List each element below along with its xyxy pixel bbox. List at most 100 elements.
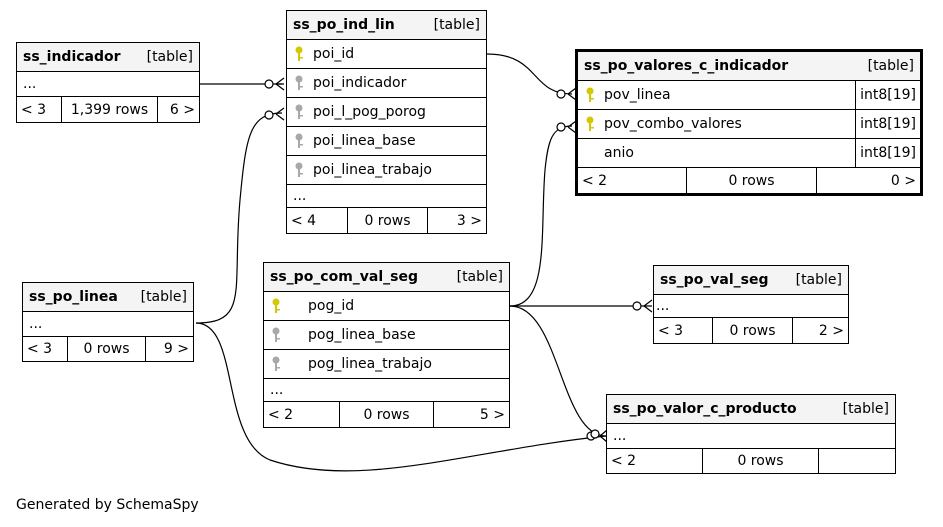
table-header: ss_indicador [table] — [17, 43, 199, 72]
column-row[interactable]: pog_linea_trabajo — [264, 350, 509, 379]
children-count[interactable]: 9 > — [145, 337, 193, 361]
table-ss-po-linea[interactable]: ss_po_linea [table] ... < 3 0 rows 9 > — [22, 282, 194, 362]
key-icon — [270, 326, 286, 344]
table-footer: < 2 0 rows — [607, 449, 895, 473]
column-type: int8[19] — [855, 110, 920, 138]
crowfoot-mark — [643, 299, 653, 313]
column-name: poi_id — [313, 46, 355, 62]
table-ss-po-valores-c-indicador[interactable]: ss_po_valores_c_indicador [table] pov_li… — [575, 49, 923, 196]
parents-count[interactable]: < 4 — [291, 212, 317, 229]
edge-end-circle — [556, 122, 566, 132]
column-row[interactable]: poi_id — [287, 40, 486, 69]
key-icon — [293, 161, 309, 179]
crowfoot-mark — [567, 87, 577, 101]
column-row[interactable]: pog_id — [264, 292, 509, 321]
more-columns: ... — [23, 312, 193, 337]
crowfoot-mark — [275, 77, 285, 91]
table-footer: < 3 0 rows 9 > — [23, 337, 193, 361]
key-icon — [270, 355, 286, 373]
children-count[interactable]: 5 > — [433, 402, 509, 427]
no-key-spacer — [584, 144, 600, 162]
generated-by-note: Generated by SchemaSpy — [16, 497, 199, 513]
children-count[interactable]: 6 > — [157, 97, 199, 122]
column-name: poi_linea_base — [313, 133, 416, 149]
table-type: [table] — [140, 289, 187, 305]
edge-linea-to-poi-l-pog-porog — [195, 112, 283, 324]
more-columns: ... — [264, 379, 509, 402]
column-row[interactable]: poi_linea_base — [287, 127, 486, 156]
parents-count[interactable]: < 3 — [27, 341, 53, 357]
edge-end-circle — [264, 79, 274, 89]
table-ss-po-ind-lin[interactable]: ss_po_ind_lin [table] poi_id poi_indicad… — [286, 10, 487, 234]
crowfoot-mark — [599, 429, 608, 443]
table-header: ss_po_com_val_seg [table] — [264, 263, 509, 292]
table-footer: < 3 1,399 rows 6 > — [17, 97, 199, 122]
children-count[interactable]: 3 > — [427, 208, 486, 233]
edge-end-circle — [264, 110, 274, 120]
parents-count[interactable]: < 2 — [582, 172, 608, 189]
table-header: ss_po_valores_c_indicador [table] — [578, 52, 920, 81]
column-row[interactable]: pov_combo_valores int8[19] — [578, 110, 920, 139]
table-name: ss_indicador — [23, 49, 121, 65]
table-ss-po-val-seg[interactable]: ss_po_val_seg [table] ... < 3 0 rows 2 > — [653, 265, 849, 344]
table-name: ss_po_valor_c_producto — [613, 401, 797, 417]
table-name: ss_po_val_seg — [660, 272, 769, 288]
table-footer: < 3 0 rows 2 > — [654, 318, 848, 343]
table-ss-po-valor-c-producto[interactable]: ss_po_valor_c_producto [table] ... < 2 0… — [606, 394, 896, 474]
column-row[interactable]: poi_l_pog_porog — [287, 98, 486, 127]
table-header: ss_po_valor_c_producto [table] — [607, 395, 895, 424]
crowfoot-mark — [275, 107, 285, 121]
column-name: poi_indicador — [313, 75, 407, 91]
crowfoot-mark — [567, 120, 577, 134]
more-columns: ... — [654, 295, 848, 318]
parents-count[interactable]: < 3 — [658, 322, 684, 339]
more-columns: ... — [287, 185, 486, 208]
column-type: int8[19] — [855, 81, 920, 109]
table-name: ss_po_ind_lin — [293, 17, 395, 33]
column-row[interactable]: pog_linea_base — [264, 321, 509, 350]
table-name: ss_po_linea — [29, 289, 118, 305]
edge-end-circle — [632, 301, 642, 311]
parents-count[interactable]: < 2 — [611, 453, 637, 469]
table-header: ss_po_ind_lin [table] — [287, 11, 486, 40]
edge-end-circle — [590, 429, 600, 439]
column-name: pov_combo_valores — [604, 116, 742, 132]
children-count[interactable] — [818, 449, 895, 473]
column-name: pog_linea_trabajo — [308, 356, 432, 372]
column-row[interactable]: pov_linea int8[19] — [578, 81, 920, 110]
parents-count[interactable]: < 2 — [268, 406, 294, 423]
column-row[interactable]: anio int8[19] — [578, 139, 920, 168]
column-row[interactable]: poi_indicador — [287, 69, 486, 98]
key-icon — [293, 103, 309, 121]
parents-count[interactable]: < 3 — [21, 101, 47, 118]
column-row[interactable]: poi_linea_trabajo — [287, 156, 486, 185]
table-type: [table] — [456, 269, 503, 285]
row-count: 0 rows — [712, 318, 792, 343]
row-count: 0 rows — [347, 208, 427, 233]
edge-poi-id-to-pov-linea — [486, 53, 573, 95]
table-footer: < 2 0 rows 0 > — [578, 168, 920, 193]
table-ss-indicador[interactable]: ss_indicador [table] ... < 3 1,399 rows … — [16, 42, 200, 123]
column-name: poi_linea_trabajo — [313, 162, 432, 178]
children-count[interactable]: 2 > — [792, 318, 848, 343]
edge-end-circle — [556, 89, 566, 99]
children-count[interactable]: 0 > — [816, 168, 920, 193]
row-count: 0 rows — [67, 337, 145, 361]
table-name: ss_po_com_val_seg — [270, 269, 419, 285]
column-name: pov_linea — [604, 87, 671, 103]
more-columns: ... — [17, 72, 199, 97]
table-header: ss_po_val_seg [table] — [654, 266, 848, 295]
table-type: [table] — [842, 401, 889, 417]
key-icon — [293, 132, 309, 150]
table-ss-po-com-val-seg[interactable]: ss_po_com_val_seg [table] pog_id pog_lin… — [263, 262, 510, 428]
table-type: [table] — [795, 272, 842, 288]
key-icon — [584, 115, 600, 133]
row-count: 1,399 rows — [61, 97, 157, 122]
table-name: ss_po_valores_c_indicador — [584, 58, 789, 74]
key-icon — [584, 86, 600, 104]
column-name: anio — [604, 145, 634, 161]
table-type: [table] — [867, 58, 914, 74]
edge-linea-to-valor-producto — [195, 322, 607, 472]
